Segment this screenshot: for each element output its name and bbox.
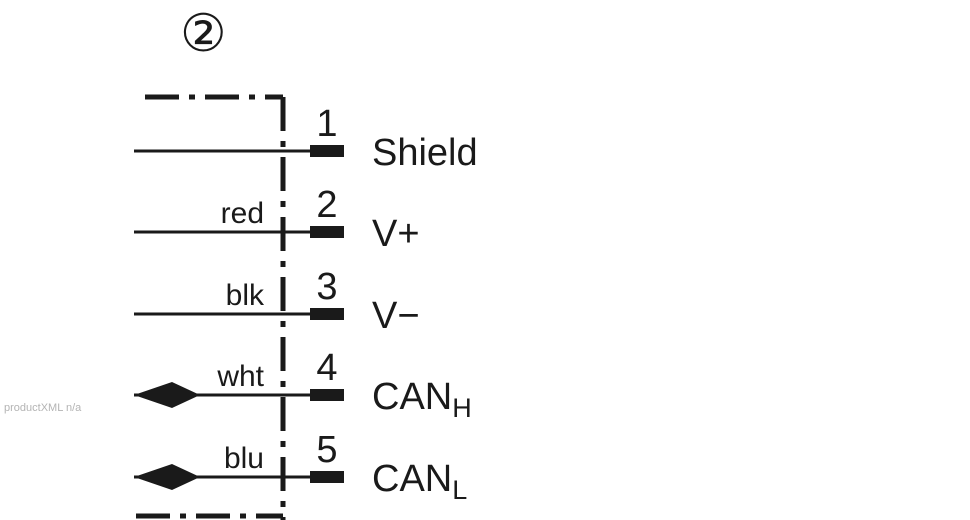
pin-contact bbox=[310, 389, 344, 401]
pin-number: 3 bbox=[316, 266, 337, 308]
pin-number: 1 bbox=[316, 103, 337, 145]
signal-label: Shield bbox=[372, 132, 478, 174]
pin-number: 4 bbox=[316, 347, 337, 389]
arrow-right-icon bbox=[172, 382, 200, 408]
pin-contact bbox=[310, 308, 344, 320]
pin-row-2: red 2V+ bbox=[134, 184, 420, 255]
wire-color-label: red bbox=[221, 197, 264, 230]
wire-color-label: blu bbox=[224, 442, 264, 475]
pin-number: 2 bbox=[316, 184, 337, 226]
signal-label: CANL bbox=[372, 458, 467, 505]
arrow-left-icon bbox=[134, 382, 172, 408]
pin-contact bbox=[310, 145, 344, 157]
housing-outline bbox=[136, 94, 286, 520]
pin-number: 5 bbox=[316, 429, 337, 471]
arrow-left-icon bbox=[134, 464, 172, 490]
pin-contact bbox=[310, 471, 344, 483]
arrow-right-icon bbox=[172, 464, 200, 490]
signal-label: CANH bbox=[372, 376, 472, 423]
pin-contact bbox=[310, 226, 344, 238]
signal-label: V− bbox=[372, 295, 420, 337]
diagram-marker: ② bbox=[180, 5, 227, 63]
signal-label: V+ bbox=[372, 213, 420, 255]
wire-color-label: blk bbox=[226, 279, 265, 312]
pin-row-3: blk 3V− bbox=[134, 266, 420, 337]
wire-color-label: wht bbox=[216, 360, 264, 393]
watermark: productXML n/a bbox=[4, 402, 82, 414]
